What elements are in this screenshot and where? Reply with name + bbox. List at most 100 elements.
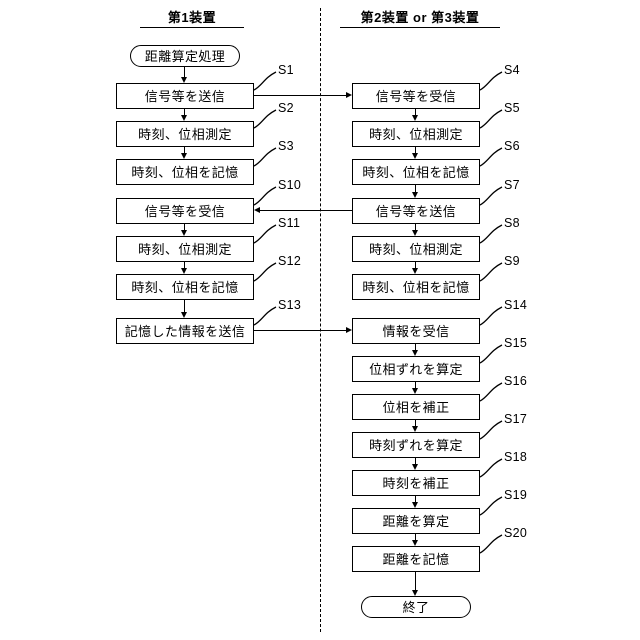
process-node: 時刻、位相を記憶	[116, 274, 254, 300]
step-label: S18	[504, 450, 528, 464]
cross-lane-connector	[254, 330, 347, 332]
terminal-node: 終了	[361, 596, 471, 618]
arrowhead-down	[181, 230, 188, 236]
step-label: S10	[278, 178, 302, 192]
process-node: 時刻を補正	[352, 470, 480, 496]
flow-connector	[184, 262, 186, 269]
node-label: 時刻、位相を記憶	[362, 164, 470, 180]
arrowhead-down	[412, 590, 419, 596]
process-node: 時刻、位相を記憶	[352, 274, 480, 300]
arrowhead-down	[412, 153, 419, 159]
swimlane-divider	[320, 8, 321, 632]
flow-connector	[415, 420, 417, 427]
cross-lane-connector	[259, 210, 352, 212]
node-label: 時刻、位相を記憶	[131, 279, 239, 295]
flow-connector	[184, 67, 186, 78]
node-label: 距離算定処理	[144, 48, 226, 64]
flow-connector	[415, 458, 417, 465]
arrowhead-down	[412, 192, 419, 198]
step-label: S8	[504, 216, 520, 230]
step-label: S3	[278, 139, 294, 153]
node-label: 情報を受信	[382, 323, 450, 339]
process-node: 時刻、位相測定	[352, 121, 480, 147]
flow-connector	[184, 109, 186, 116]
step-label: S19	[504, 488, 528, 502]
process-node: 時刻、位相を記憶	[352, 159, 480, 185]
flow-connector	[184, 224, 186, 231]
step-label: S1	[278, 63, 294, 77]
node-label: 時刻、位相を記憶	[362, 279, 470, 295]
cross-lane-connector	[254, 95, 347, 97]
node-label: 時刻、位相測定	[138, 126, 232, 142]
flow-connector	[415, 534, 417, 541]
step-label: S17	[504, 412, 528, 426]
node-label: 信号等を受信	[144, 203, 226, 219]
step-label: S12	[278, 254, 302, 268]
node-label: 信号等を受信	[375, 88, 457, 104]
arrowhead-down	[412, 388, 419, 394]
arrowhead-down	[412, 115, 419, 121]
flow-connector	[415, 147, 417, 154]
arrowhead-down	[412, 502, 419, 508]
step-label: S11	[278, 216, 301, 230]
flow-connector	[415, 262, 417, 269]
step-label: S20	[504, 526, 528, 540]
node-label: 位相を補正	[382, 399, 450, 415]
node-label: 時刻、位相を記憶	[131, 164, 239, 180]
flow-connector	[184, 147, 186, 154]
step-label: S15	[504, 336, 528, 350]
flow-connector	[415, 382, 417, 389]
process-node: 時刻、位相測定	[352, 236, 480, 262]
arrowhead-down	[412, 230, 419, 236]
process-node: 時刻、位相を記憶	[116, 159, 254, 185]
step-label: S6	[504, 139, 520, 153]
terminal-node: 距離算定処理	[130, 45, 240, 67]
node-label: 時刻、位相測定	[369, 126, 463, 142]
flow-connector	[415, 185, 417, 193]
process-node: 位相ずれを算定	[352, 356, 480, 382]
process-node: 位相を補正	[352, 394, 480, 420]
process-node: 距離を算定	[352, 508, 480, 534]
node-label: 信号等を送信	[375, 203, 457, 219]
arrowhead-down	[412, 540, 419, 546]
flow-connector	[184, 300, 186, 313]
arrowhead-down	[181, 268, 188, 274]
arrowhead-down	[181, 115, 188, 121]
process-node: 距離を記憶	[352, 546, 480, 572]
column-title-right: 第2装置 or 第3装置	[340, 10, 500, 28]
arrowhead-down	[412, 426, 419, 432]
process-node: 信号等を送信	[352, 198, 480, 224]
node-label: 記憶した情報を送信	[124, 323, 246, 339]
arrowhead-down	[412, 268, 419, 274]
step-label: S4	[504, 63, 520, 77]
arrowhead-down	[181, 153, 188, 159]
step-label: S14	[504, 298, 528, 312]
step-label: S7	[504, 178, 520, 192]
arrowhead-down	[181, 312, 188, 318]
step-label: S5	[504, 101, 520, 115]
arrowhead-right	[346, 92, 352, 99]
arrowhead-left	[254, 207, 260, 214]
process-node: 信号等を受信	[352, 83, 480, 109]
step-label: S2	[278, 101, 294, 115]
node-label: 時刻を補正	[382, 475, 450, 491]
process-node: 信号等を受信	[116, 198, 254, 224]
node-label: 時刻、位相測定	[138, 241, 232, 257]
flow-connector	[415, 496, 417, 503]
process-node: 記憶した情報を送信	[116, 318, 254, 344]
arrowhead-down	[181, 77, 188, 83]
arrowhead-down	[412, 350, 419, 356]
process-node: 情報を受信	[352, 318, 480, 344]
process-node: 時刻ずれを算定	[352, 432, 480, 458]
node-label: 位相ずれを算定	[369, 361, 463, 377]
flow-connector	[415, 572, 417, 591]
node-label: 距離を算定	[382, 513, 450, 529]
step-label: S16	[504, 374, 528, 388]
node-label: 終了	[402, 599, 430, 615]
arrowhead-right	[346, 327, 352, 334]
flow-connector	[415, 224, 417, 231]
node-label: 時刻、位相測定	[369, 241, 463, 257]
arrowhead-down	[412, 464, 419, 470]
node-label: 時刻ずれを算定	[369, 437, 463, 453]
